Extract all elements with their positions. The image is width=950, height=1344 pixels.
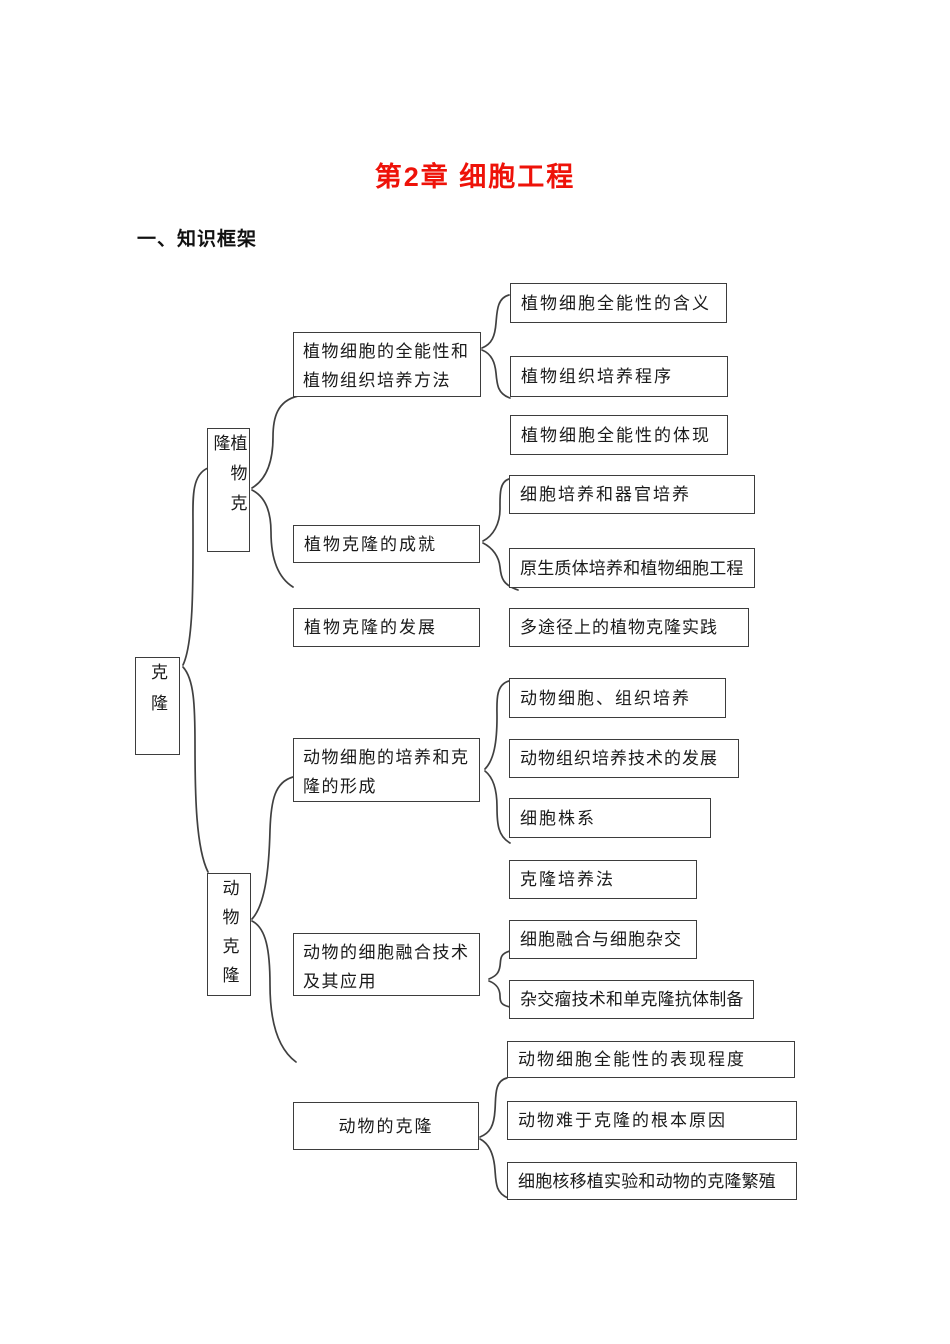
brace-animal-clone-upper-arm	[479, 1077, 508, 1138]
brace-plant-method-upper-arm	[481, 294, 510, 349]
node-cell-strain: 细胞株系	[509, 798, 711, 838]
node-cell-fusion-hybrid: 细胞融合与细胞杂交	[509, 920, 697, 959]
node-plant-totipotency-embody: 植物细胞全能性的体现	[510, 415, 728, 455]
brace-root-lower-arm	[182, 666, 209, 873]
brace-animal-upper-arm	[251, 776, 294, 920]
node-hybridoma-antibody: 杂交瘤技术和单克隆抗体制备	[509, 980, 754, 1019]
brace-formation-lower-arm	[484, 770, 511, 844]
brace-achievement-upper-arm	[482, 478, 510, 542]
node-animal-tissue-dev: 动物组织培养技术的发展	[509, 739, 739, 778]
brace-achievement-lower-arm	[482, 542, 519, 591]
node-plant-clone: 植物克隆	[207, 428, 250, 552]
brace-animal-lower-arm	[251, 920, 297, 1063]
node-plant-tissue-procedure: 植物组织培养程序	[510, 356, 728, 397]
node-plant-totipotency-meaning: 植物细胞全能性的含义	[510, 283, 727, 323]
brace-root-upper-arm	[182, 467, 209, 666]
node-plant-achievement: 植物克隆的成就	[293, 525, 480, 563]
node-plant-development: 植物克隆的发展	[293, 608, 480, 647]
chapter-title: 第2章 细胞工程	[374, 162, 576, 192]
brace-plant-upper-arm	[251, 395, 299, 489]
section-heading: 一、知识框架	[137, 229, 258, 250]
node-animal-fusion-tech: 动物的细胞融合技术及其应用	[293, 933, 480, 996]
node-animal-cell-tissue-culture: 动物细胞、组织培养	[509, 678, 726, 718]
node-animal-clone-branch: 动物克隆	[207, 873, 251, 996]
node-clone-culture-method: 克隆培养法	[509, 860, 697, 899]
brace-plant-method-lower-arm	[481, 349, 511, 399]
brace-fusion-lower-arm	[488, 980, 511, 1008]
node-animal-clone: 动物的克隆	[293, 1102, 479, 1150]
brace-formation-upper-arm	[484, 680, 510, 770]
brace-animal-clone-lower-arm	[479, 1138, 509, 1199]
node-nuclear-transfer: 细胞核移植实验和动物的克隆繁殖	[507, 1162, 797, 1200]
node-hard-to-clone-reason: 动物难于克隆的根本原因	[507, 1101, 797, 1140]
node-totipotency-degree: 动物细胞全能性的表现程度	[507, 1041, 795, 1078]
node-plant-totipotency-method: 植物细胞的全能性和植物组织培养方法	[293, 332, 481, 397]
node-protoplast-culture: 原生质体培养和植物细胞工程	[509, 548, 755, 588]
node-cell-organ-culture: 细胞培养和器官培养	[509, 475, 755, 514]
brace-fusion-upper-arm	[488, 950, 511, 980]
node-clone-root: 克隆	[135, 657, 180, 755]
node-animal-culture-formation: 动物细胞的培养和克隆的形成	[293, 738, 480, 802]
brace-plant-lower-arm	[251, 489, 294, 588]
node-multi-path-practice: 多途径上的植物克隆实践	[509, 608, 749, 647]
